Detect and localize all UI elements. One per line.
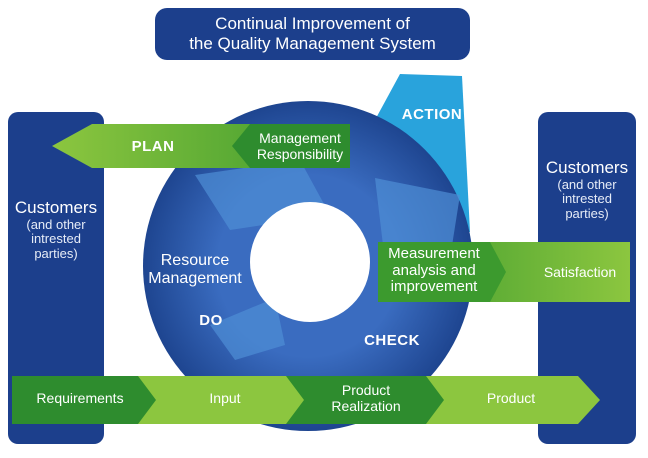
left-customers-panel	[8, 112, 104, 444]
management-line-1: Management	[259, 130, 341, 146]
realization-line-1: Product	[341, 382, 391, 398]
right-customers-title: Customers	[545, 158, 629, 177]
diagram-title: Continual Improvement of the Quality Man…	[155, 8, 470, 60]
measurement-line-2: analysis and	[392, 261, 476, 279]
resource-line-1: Resource	[160, 252, 230, 269]
check-label: CHECK	[364, 332, 420, 349]
left-customers-title: Customers	[14, 198, 98, 217]
requirements-chevron	[12, 376, 170, 424]
product-realization-label: Product Realization	[300, 382, 432, 414]
resource-line-2: Management	[148, 270, 242, 288]
right-customers-sub-3: parties)	[565, 206, 609, 222]
management-box	[232, 124, 350, 168]
ring-center	[250, 202, 370, 322]
left-customers-label: Customers (and other intrested parties)	[8, 198, 104, 262]
measurement-label: Measurement analysis and improvement	[378, 245, 490, 296]
left-customers-sub-2: intrested	[31, 231, 81, 247]
do-segment	[210, 298, 285, 360]
management-line-2: Responsibility	[256, 146, 344, 163]
do-label: DO	[199, 312, 223, 329]
title-line-1: Continual Improvement of	[215, 14, 410, 34]
product-chevron	[426, 376, 600, 424]
measurement-line-1: Measurement	[388, 245, 480, 262]
input-chevron	[138, 376, 318, 424]
left-customers-sub-1: (and other	[26, 216, 86, 232]
action-label: ACTION	[401, 106, 463, 123]
right-customers-sub-2: intrested	[562, 191, 612, 207]
product-label: Product	[486, 390, 536, 406]
measurement-line-3: improvement	[390, 278, 478, 295]
input-label: Input	[209, 390, 241, 406]
satisfaction-label: Satisfaction	[543, 264, 617, 280]
resource-management-label: Resource Management	[140, 252, 250, 289]
realization-line-2: Realization	[331, 398, 401, 415]
measurement-box	[378, 242, 506, 302]
plan-label: PLAN	[131, 138, 175, 155]
right-customers-sub-1: (and other	[557, 176, 617, 192]
right-customers-label: Customers (and other intrested parties)	[538, 158, 636, 222]
title-line-2: the Quality Management System	[189, 34, 436, 53]
requirements-label: Requirements	[36, 390, 124, 406]
left-customers-sub-3: parties)	[34, 246, 78, 262]
realization-chevron	[286, 376, 458, 424]
management-responsibility-label: Management Responsibility	[250, 130, 350, 162]
